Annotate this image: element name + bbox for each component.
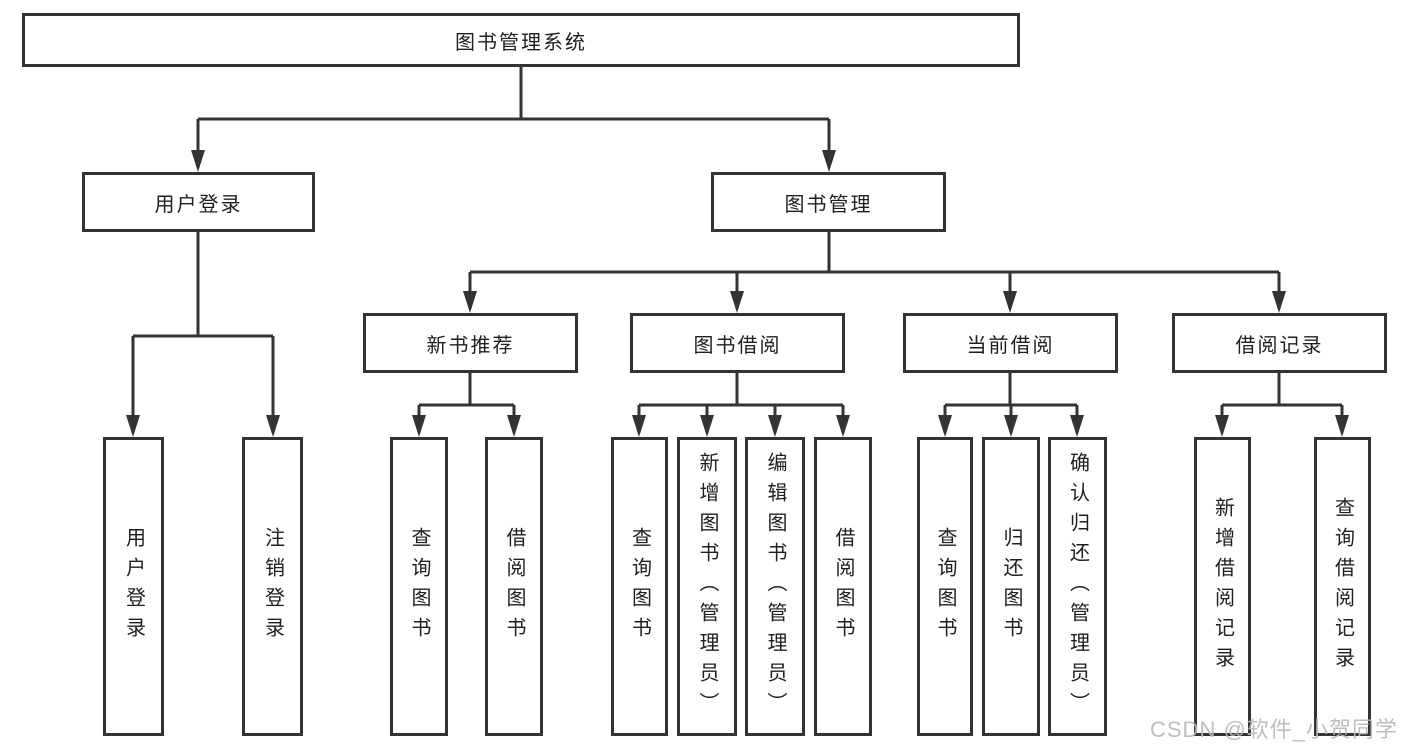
connector-book-management-to-level3 [468, 232, 1281, 309]
node-leaf-add-borrow-record: 新增借阅记录 [1194, 437, 1251, 736]
node-leaf-query-borrow-record: 查询借阅记录 [1314, 437, 1371, 736]
connector-user-login-to-leaves [131, 232, 275, 433]
node-leaf-borrow-books-recommend: 借阅图书 [485, 437, 543, 736]
node-leaf-user-login: 用户登录 [103, 437, 164, 736]
node-new-book-recommend: 新书推荐 [363, 313, 578, 373]
node-leaf-confirm-return-admin: 确认归还（管理员） [1048, 437, 1107, 736]
node-leaf-return-books: 归还图书 [982, 437, 1040, 736]
csdn-watermark: CSDN @软件_小贺同学 [1150, 717, 1399, 742]
connector-borrowing-records-to-leaves [1220, 373, 1344, 433]
connector-current-borrowing-to-leaves [943, 373, 1079, 433]
node-borrowing-records: 借阅记录 [1172, 313, 1387, 373]
connector-book-borrowing-to-leaves [637, 373, 845, 433]
connector-new-book-recommend-to-leaves [417, 373, 516, 433]
node-library-management-system: 图书管理系统 [22, 13, 1020, 67]
node-book-management: 图书管理 [711, 172, 946, 232]
node-leaf-edit-books-admin: 编辑图书（管理员） [745, 437, 805, 736]
node-book-borrowing: 图书借阅 [630, 313, 845, 373]
node-current-borrowing: 当前借阅 [903, 313, 1118, 373]
connector-root-to-level2 [196, 67, 831, 168]
node-leaf-borrow-books-borrowing: 借阅图书 [814, 437, 872, 736]
node-leaf-add-books-admin: 新增图书（管理员） [677, 437, 737, 736]
node-leaf-query-books-recommend: 查询图书 [390, 437, 448, 736]
node-leaf-logout: 注销登录 [242, 437, 303, 736]
node-user-login: 用户登录 [82, 172, 315, 232]
node-leaf-query-books-borrowing: 查询图书 [611, 437, 668, 736]
node-leaf-query-books-current: 查询图书 [917, 437, 973, 736]
